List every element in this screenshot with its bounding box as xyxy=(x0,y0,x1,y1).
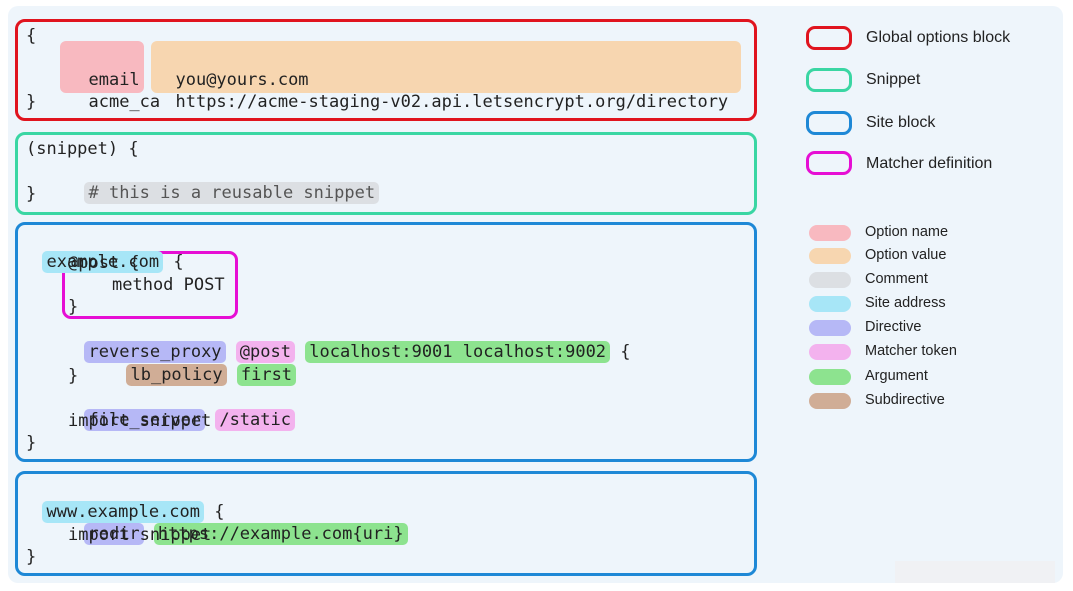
site-address-www: www.example.com xyxy=(42,501,205,523)
legend-snippet-swatch xyxy=(806,68,852,92)
legend-option-value-label: Option value xyxy=(865,247,947,263)
argument-localhost: localhost:9001 localhost:9002 xyxy=(305,341,611,363)
legend-argument-swatch xyxy=(809,369,851,385)
argument-first: first xyxy=(236,364,297,386)
directive-file-server: file_server xyxy=(84,409,206,431)
subdirective-lb-policy: lb_policy xyxy=(126,364,227,386)
global-open-brace: { xyxy=(26,26,37,46)
legend-option-name-label: Option name xyxy=(865,224,949,240)
snippet-header: (snippet) { xyxy=(26,139,139,159)
snippet-comment: # this is a reusable snippet xyxy=(84,182,380,204)
global-option-email-value: you@yours.com xyxy=(155,47,309,91)
legend-subdirective-label: Subdirective xyxy=(865,392,945,408)
redir-line: redir https://example.com{uri} xyxy=(64,501,408,545)
global-options-block xyxy=(15,19,757,121)
diagram-panel xyxy=(8,6,1063,583)
option-value-acme: https://acme-staging-v02.api.letsencrypt… xyxy=(175,92,729,112)
matcher-body: method POST xyxy=(112,275,225,295)
matcher-header: @post { xyxy=(68,253,140,273)
global-option-email: email xyxy=(68,47,140,91)
legend-option-value-swatch xyxy=(809,248,851,264)
site-block-www xyxy=(15,471,757,576)
option-value-highlight xyxy=(151,41,741,93)
legend-comment-label: Comment xyxy=(865,271,928,287)
option-name-email: email xyxy=(88,70,140,90)
legend-matcher-token-swatch xyxy=(809,344,851,360)
site2-open-brace: { xyxy=(204,502,225,522)
argument-redir-url: https://example.com{uri} xyxy=(153,523,408,545)
global-close-brace: } xyxy=(26,92,37,112)
legend-site-address-label: Site address xyxy=(865,295,946,311)
option-value-email: you@yours.com xyxy=(175,70,309,90)
option-name-highlight xyxy=(60,41,144,93)
site1-open-brace: { xyxy=(163,252,184,272)
site1-close: } xyxy=(26,433,37,453)
legend-directive-swatch xyxy=(809,320,851,336)
site2-import: import snippet xyxy=(68,525,212,545)
site2-close: } xyxy=(26,547,37,567)
snippet-close: } xyxy=(26,184,37,204)
option-name-acme: acme_ca xyxy=(88,92,161,112)
global-option-acme: acme_ca xyxy=(68,69,160,113)
legend-argument-label: Argument xyxy=(865,368,928,384)
snippet-block xyxy=(15,132,757,215)
site1-import: import snippet xyxy=(68,411,212,431)
global-option-acme-value: https://acme-staging-v02.api.letsencrypt… xyxy=(155,69,728,113)
site-address-example: example.com xyxy=(42,251,164,273)
legend-global-label: Global options block xyxy=(866,29,1011,46)
legend-matcher-token-label: Matcher token xyxy=(865,343,957,359)
snippet-comment-line: # this is a reusable snippet xyxy=(64,160,380,204)
legend-subdirective-swatch xyxy=(809,393,851,409)
directive-redir: redir xyxy=(84,523,144,545)
legend-comment-swatch xyxy=(809,272,851,288)
site2-header: www.example.com { xyxy=(22,479,225,523)
matcher-close: } xyxy=(68,297,79,317)
reverse-proxy-line: reverse_proxy @post localhost:9001 local… xyxy=(64,319,631,363)
watermark-area xyxy=(895,561,1055,583)
legend-matcher-swatch xyxy=(806,151,852,175)
matcher-token-post: @post xyxy=(235,341,295,363)
legend-site-swatch xyxy=(806,111,852,135)
site1-header: example.com { xyxy=(22,229,184,273)
legend-global-swatch xyxy=(806,26,852,50)
reverse-proxy-brace: { xyxy=(610,342,631,362)
directive-reverse-proxy: reverse_proxy xyxy=(84,341,226,363)
legend-matcher-label: Matcher definition xyxy=(866,155,993,172)
lb-policy-line: lb_policy first xyxy=(106,342,297,386)
site-block-example xyxy=(15,222,757,462)
legend-site-label: Site block xyxy=(866,114,936,131)
file-server-line: file_server /static xyxy=(64,387,295,431)
matcher-token-static: /static xyxy=(215,409,295,431)
legend-site-address-swatch xyxy=(809,296,851,312)
legend-directive-label: Directive xyxy=(865,319,922,335)
reverse-proxy-close: } xyxy=(68,366,79,386)
legend-snippet-label: Snippet xyxy=(866,71,921,88)
legend-option-name-swatch xyxy=(809,225,851,241)
